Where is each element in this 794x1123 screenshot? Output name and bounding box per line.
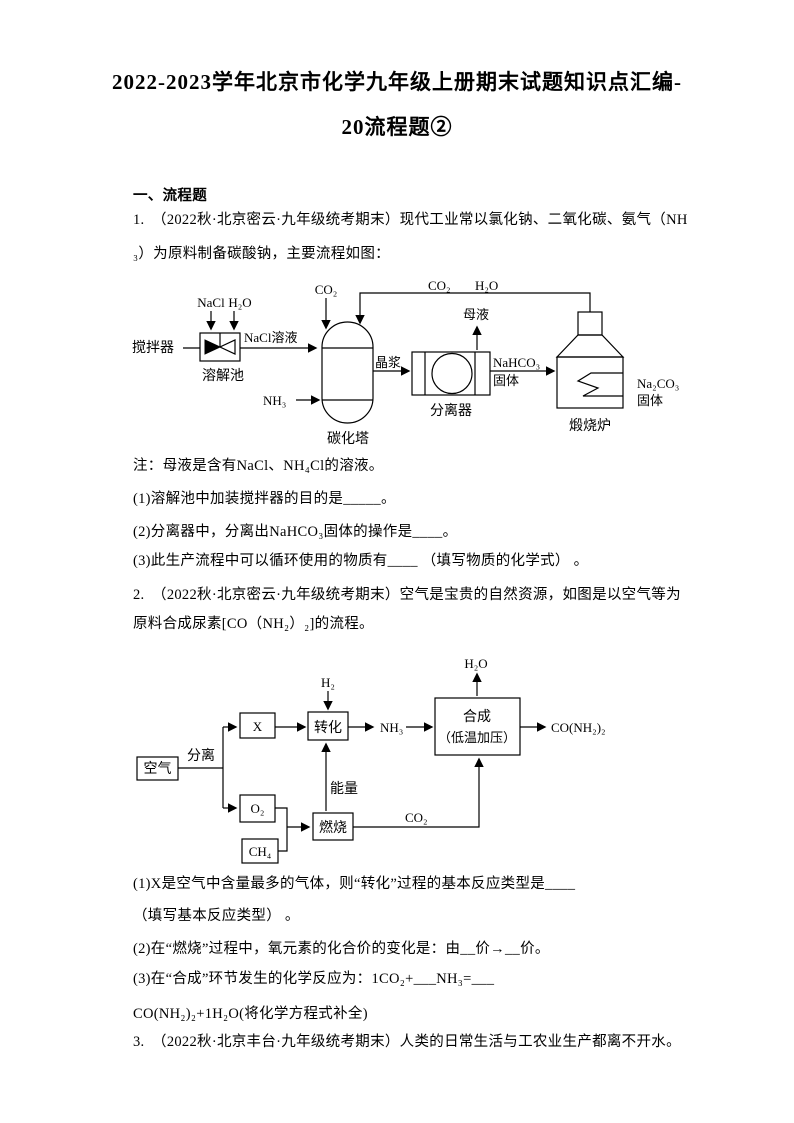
- co2-label: CO₂: [405, 810, 428, 825]
- furnace-label: 煅烧炉: [569, 418, 611, 434]
- synthesis-box: [434, 697, 521, 756]
- convert-box: [307, 711, 349, 741]
- q3-text-line1: 3. （2022秋·北京丰台·九年级统考期末）人类的日常生活与工农业生产都离不开…: [133, 1034, 681, 1050]
- q2-sub1a: (1)X是空气中含量最多的气体，则“转化”过程的基本反应类型是____: [133, 876, 576, 892]
- separator-label: 分离器: [430, 402, 472, 419]
- ch4-label: CH₄: [249, 844, 272, 859]
- na2co3-label: Na₂CO₃: [637, 376, 679, 391]
- q1-flow-diagram: 搅拌器 NaCl H₂O 溶解池 NaCl溶液 CO₂ 碳化塔 CO₂ H₂O …: [132, 278, 679, 447]
- recycle-h2o-label: H₂O: [475, 278, 498, 293]
- furnace-body: [556, 356, 624, 409]
- nahco3-label: NaHCO₃: [493, 355, 540, 370]
- nahco3-solid-label: 固体: [493, 373, 519, 388]
- q1-sub3: (3)此生产流程中可以循环使用的物质有____ （填写物质的化学式） 。: [133, 553, 589, 569]
- valve-right-triangle-icon: [218, 339, 236, 355]
- nh3-mid-label: NH₃: [380, 720, 403, 735]
- x-box: [239, 712, 276, 739]
- q1-text-line2: ₃）为原料制备碳酸钠，主要流程如图：: [133, 246, 390, 262]
- valve-left-triangle-icon: [204, 339, 222, 355]
- co2-top-label: CO₂: [315, 282, 338, 297]
- q1-sub1: (1)溶解池中加装搅拌器的目的是_____。: [133, 491, 396, 507]
- convert-label: 转化: [314, 720, 342, 736]
- doc-title-line2: 20流程题②: [341, 115, 453, 139]
- q2-sub3a: (3)在“合成”环节发生的化学反应为：1CO₂+___NH₃=___: [133, 971, 495, 987]
- doc-title-line1: 2022-2023学年北京市化学九年级上册期末试题知识点汇编-: [112, 70, 682, 94]
- h2-label: H₂: [321, 675, 335, 690]
- dissolving-pool-label: 溶解池: [202, 368, 244, 384]
- mother-liquor-label: 母液: [463, 307, 489, 322]
- nh3-label: NH₃: [263, 393, 286, 408]
- q1-sub2: (2)分离器中，分离出NaHCO₃固体的操作是____。: [133, 524, 458, 540]
- tower-label: 碳化塔: [327, 431, 369, 447]
- separator-box: [411, 351, 491, 396]
- nacl-solution-label: NaCl溶液: [244, 330, 297, 345]
- q1-note: 注：母液是含有NaCl、NH₄Cl的溶液。: [133, 458, 384, 474]
- stirrer-label: 搅拌器: [132, 340, 174, 356]
- furnace-zigzag: [576, 372, 623, 397]
- furnace-hood: [555, 334, 625, 358]
- q2-sub2: (2)在“燃烧”过程中，氧元素的化合价的变化是：由__价→__价。: [133, 941, 550, 957]
- ch4-to-burn-line: [278, 827, 288, 852]
- carbonation-tower: [321, 321, 374, 424]
- air-label: 空气: [144, 761, 172, 777]
- q2-text-line2: 原料合成尿素[CO（NH₂）₂]的流程。: [133, 616, 374, 632]
- separator-drum: [431, 352, 473, 395]
- x-label: X: [253, 719, 263, 734]
- furnace-chimney: [577, 311, 603, 336]
- na2co3-solid-label: 固体: [637, 393, 663, 408]
- q2-sub1b: （填写基本反应类型） 。: [133, 908, 300, 924]
- o2-to-burn-line: [275, 807, 288, 827]
- q2-text-line1: 2. （2022秋·北京密云·九年级统考期末）空气是宝贵的自然资源，如图是以空气…: [133, 587, 681, 603]
- separate-label: 分离: [187, 747, 215, 764]
- recycle-pipe: [355, 292, 591, 325]
- energy-label: 能量: [330, 781, 358, 797]
- h2o-feed-label: H₂O: [228, 295, 251, 310]
- nacl-feed-label: NaCl: [197, 295, 225, 310]
- q2-sub3b: CO(NH₂)₂+1H₂O(将化学方程式补全): [133, 1006, 368, 1022]
- o2-label: O₂: [251, 801, 265, 816]
- slurry-label: 晶浆: [375, 355, 401, 370]
- section-heading: 一、流程题: [133, 188, 207, 204]
- q2-flow-diagram: 空气 分离 X 转化 H₂ NH₃ 合成 （低温加压） H₂O CO(NH₂)₂…: [136, 656, 606, 864]
- co2-to-synthesis-line: [353, 757, 484, 828]
- synthesis-label-line2: （低温加压）: [438, 730, 516, 745]
- burn-label: 燃烧: [319, 819, 347, 836]
- recycle-co2-label: CO₂: [428, 278, 451, 293]
- synthesis-label-line1: 合成: [463, 709, 491, 725]
- q1-text-line1: 1. （2022秋·北京密云·九年级统考期末）现代工业常以氯化钠、二氧化碳、氨气…: [133, 212, 688, 228]
- urea-label: CO(NH₂)₂: [551, 720, 606, 735]
- h2o-out-label: H₂O: [464, 656, 487, 671]
